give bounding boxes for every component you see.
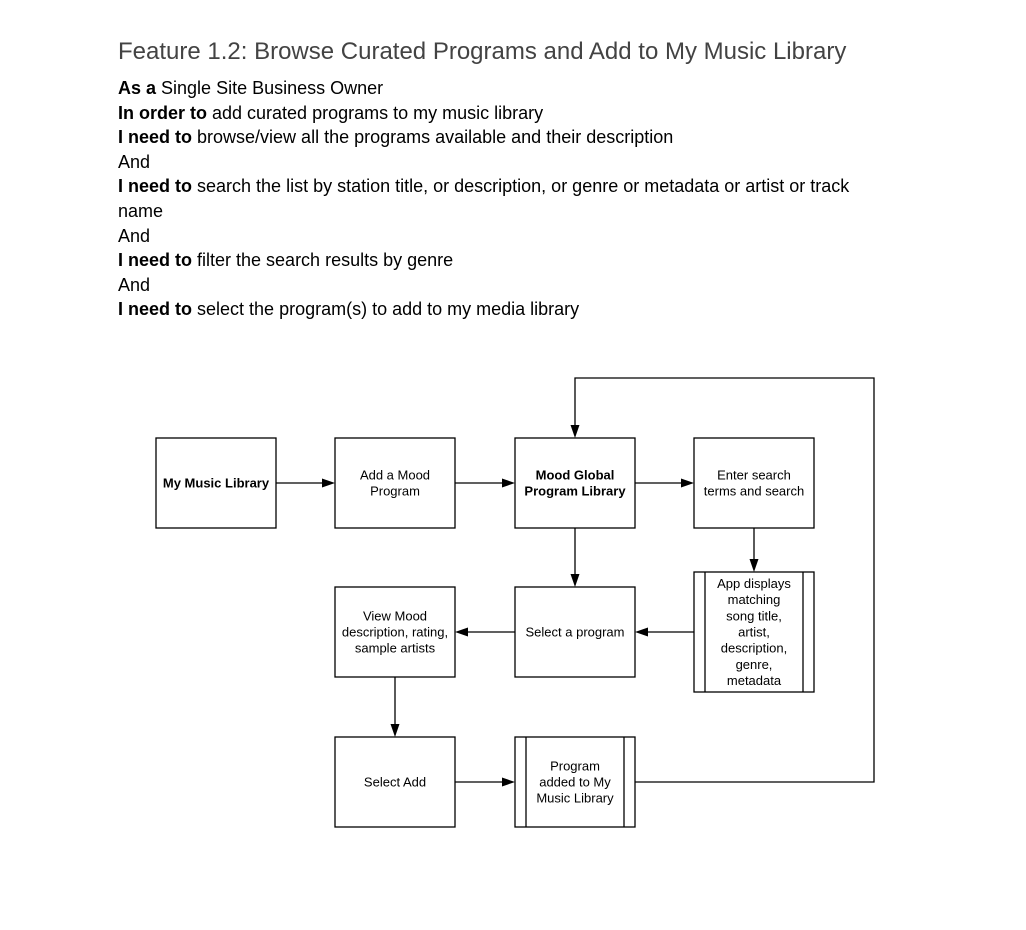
flow-node-label: matching [728, 592, 781, 607]
flow-node-label: App displays [717, 576, 791, 591]
flow-node-label: View Mood [363, 608, 427, 623]
story-keyword: I need to [118, 176, 193, 197]
flow-arrow-my-music-library-to-add-mood-program [276, 478, 335, 488]
flow-node-box [334, 437, 456, 529]
story-text: select the program(s) to add to my media… [192, 299, 580, 320]
story-line: And [118, 224, 898, 249]
flow-node-label: Select Add [364, 775, 426, 790]
flow-node-my-music-library: My Music Library [155, 437, 277, 529]
flow-node-label: Mood Global [536, 467, 615, 482]
arrowhead-icon [570, 425, 580, 438]
flow-node-select-program: Select a program [514, 586, 636, 678]
arrowhead-icon [681, 478, 694, 488]
flow-connector-line [574, 377, 875, 783]
story-keyword: I need to [118, 127, 193, 148]
flow-arrow-mood-global-library-to-enter-search [635, 478, 694, 488]
story-line: And [118, 150, 898, 175]
arrowhead-icon [322, 478, 335, 488]
flow-node-label: genre, [736, 657, 773, 672]
flow-node-label: song title, [726, 608, 782, 623]
flow-node-label: sample artists [355, 641, 436, 656]
story-text: add curated programs to my music library [207, 102, 544, 123]
arrowhead-icon [502, 777, 515, 787]
user-story: As a Single Site Business Owner In order… [118, 76, 898, 322]
flow-node-box [155, 437, 277, 529]
flow-node-enter-search: Enter search terms and search [693, 437, 815, 529]
flow-node-box [514, 736, 636, 828]
story-text: And [118, 225, 151, 246]
story-text: filter the search results by genre [192, 250, 454, 271]
arrowhead-icon [502, 478, 515, 488]
story-line: I need to select the program(s) to add t… [118, 297, 898, 322]
flow-arrow-select-add-to-program-added [455, 777, 515, 787]
flow-node-label: Add a Mood [360, 467, 430, 482]
story-keyword: I need to [118, 299, 193, 320]
story-line: I need to filter the search results by g… [118, 248, 898, 273]
arrowhead-icon [455, 627, 468, 637]
story-keyword: I need to [118, 250, 193, 271]
flow-node-label: description, rating, [342, 625, 448, 640]
flow-node-label: terms and search [704, 484, 804, 499]
flow-node-view-mood: View Mood description, rating,sample arti… [334, 586, 456, 678]
story-line: I need to browse/view all the programs a… [118, 125, 898, 150]
flow-node-label: Program [370, 484, 420, 499]
flow-node-label: Enter search [717, 467, 791, 482]
flow-arrow-add-mood-program-to-mood-global-library [455, 478, 515, 488]
flow-node-label: Select a program [526, 625, 625, 640]
story-text: And [118, 151, 151, 172]
flow-arrow-select-program-to-view-mood [455, 627, 515, 637]
arrowhead-icon [570, 574, 580, 587]
flow-node-label: Music Library [536, 791, 614, 806]
arrowhead-icon [635, 627, 648, 637]
flow-node-label: Program Library [524, 484, 626, 499]
flow-node-box [334, 586, 456, 678]
flow-arrow-app-displays-to-select-program [635, 627, 694, 637]
story-line: I need to search the list by station tit… [118, 174, 898, 223]
flow-node-label: added to My [539, 775, 611, 790]
flow-node-label: Program [550, 758, 600, 773]
flow-arrow-view-mood-to-select-add [390, 677, 400, 737]
flow-node-label: metadata [727, 673, 782, 688]
flow-arrow-program-added-to-mood-global-library [570, 377, 875, 783]
flow-node-select-add: Select Add [334, 736, 456, 828]
story-keyword: In order to [118, 102, 207, 123]
flow-node-box [334, 736, 456, 828]
story-line: In order to add curated programs to my m… [118, 101, 898, 126]
story-text: search the list by station title, or des… [118, 176, 850, 221]
story-line: As a Single Site Business Owner [118, 76, 898, 101]
flow-node-box [514, 586, 636, 678]
story-text: And [118, 274, 151, 295]
flow-arrow-mood-global-library-to-select-program [570, 528, 580, 587]
story-text: browse/view all the programs available a… [192, 127, 674, 148]
arrowhead-icon [390, 724, 400, 737]
arrowhead-icon [749, 559, 759, 572]
flow-arrow-enter-search-to-app-displays [749, 528, 759, 572]
flow-node-box [514, 437, 636, 529]
flow-node-label: description, [721, 641, 787, 656]
flow-node-label: My Music Library [163, 476, 270, 491]
flow-node-box [693, 571, 815, 693]
story-line: And [118, 273, 898, 298]
story-keyword: As a [118, 78, 157, 98]
flow-node-label: artist, [738, 625, 770, 640]
story-text: Single Site Business Owner [156, 78, 384, 98]
page-title: Feature 1.2: Browse Curated Programs and… [118, 38, 847, 65]
